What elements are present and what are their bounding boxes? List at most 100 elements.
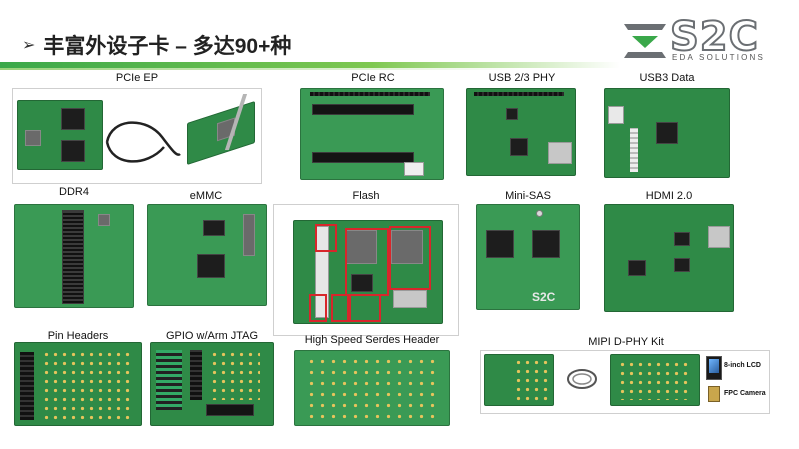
- pcb-board: [17, 100, 103, 170]
- card-emmc: eMMC: [145, 190, 267, 308]
- highlight-box: [315, 224, 337, 252]
- card-pcie-rc: PCIe RC: [298, 72, 448, 184]
- pcb-board: [604, 88, 730, 178]
- power-connector: [404, 162, 424, 176]
- ic-chip: [203, 220, 225, 236]
- flash-socket: [345, 230, 377, 264]
- card-hdmi: HDMI 2.0: [602, 190, 736, 314]
- usb-connector: [548, 142, 572, 164]
- ic-chip: [351, 274, 373, 292]
- pcb-board: [14, 342, 142, 426]
- card-label: USB 2/3 PHY: [488, 72, 556, 84]
- header-underline-thin: [0, 68, 520, 70]
- highlight-box: [349, 294, 381, 322]
- pcb-board: [484, 354, 554, 406]
- card-pin-headers: Pin Headers: [12, 330, 144, 428]
- card-mipi-dphy: MIPI D-PHY Kit 8-inch LCD FPC Camera: [478, 336, 774, 414]
- card-label: Flash: [352, 190, 380, 202]
- ic-chip: [98, 214, 110, 226]
- pcb-board: [300, 88, 444, 180]
- card-label: MIPI D-PHY Kit: [588, 336, 664, 348]
- pcb-board: [14, 204, 134, 308]
- card-label: USB3 Data: [639, 72, 695, 84]
- card-label: PCIe EP: [115, 72, 159, 84]
- slide-title-text: 丰富外设子卡 – 多达90+种: [43, 35, 292, 58]
- pcb-board: [150, 342, 274, 426]
- memory-connector: [62, 210, 84, 304]
- board-silk-logo: S2C: [532, 290, 556, 304]
- card-gpio-jtag: GPIO w/Arm JTAG: [148, 330, 276, 428]
- logo-tagline: EDA SOLUTIONS: [672, 53, 766, 62]
- card-usb23-phy: USB 2/3 PHY: [464, 72, 580, 180]
- hdmi-connector: [708, 226, 730, 248]
- hole: [536, 210, 543, 217]
- card-mini-sas: Mini-SAS S2C: [474, 190, 582, 314]
- pin-header-block: [190, 350, 202, 400]
- usb-connector: [608, 106, 624, 124]
- card-usb3-data: USB3 Data: [602, 72, 732, 180]
- card-label: Pin Headers: [47, 330, 109, 342]
- highlight-box: [331, 294, 349, 322]
- pcb-board: [293, 220, 443, 324]
- card-label: High Speed Serdes Header: [304, 334, 440, 346]
- ic-chip: [674, 258, 690, 272]
- pcb-board: [610, 354, 700, 406]
- logo-brand: S2C: [669, 13, 759, 61]
- pcb-board: S2C: [476, 204, 580, 310]
- card-flash: Flash: [273, 190, 459, 336]
- card-label: DDR4: [59, 186, 89, 198]
- pcb-board: [147, 204, 267, 306]
- ic-chip: [674, 232, 690, 246]
- gold-connector-grid: [618, 360, 692, 400]
- pin-strip: [156, 350, 182, 410]
- s2c-logo: S2C EDA SOLUTIONS: [622, 13, 772, 64]
- gold-connector-grid: [210, 350, 260, 400]
- ic-chip: [656, 122, 678, 144]
- camera-inset-label: FPC Camera: [724, 390, 766, 397]
- card-label: eMMC: [189, 190, 223, 202]
- card-label: Mini-SAS: [505, 190, 551, 202]
- highlight-box: [345, 228, 389, 296]
- pin-strip: [310, 92, 430, 96]
- gold-connector-grid: [42, 350, 132, 420]
- card-label: HDMI 2.0: [645, 190, 693, 202]
- gold-connector-grid: [306, 356, 438, 420]
- pcie-slot: [312, 104, 414, 115]
- sas-connector: [532, 230, 560, 258]
- card-label: GPIO w/Arm JTAG: [165, 330, 259, 342]
- connector-chip: [61, 140, 85, 162]
- dip-socket: [393, 290, 427, 308]
- chevron-right-icon: ➢: [22, 37, 36, 54]
- ic-chip: [628, 260, 646, 276]
- card-pcie-ep: PCIe EP: [12, 72, 262, 184]
- gold-connector-grid: [514, 358, 550, 402]
- cable-graphic: [567, 369, 597, 389]
- s2c-logo-mark-icon: [624, 24, 666, 58]
- flash-socket: [391, 230, 423, 264]
- pcb-board: [294, 350, 450, 426]
- lcd-inset-label: 8-inch LCD: [724, 362, 761, 369]
- sas-connector: [486, 230, 514, 258]
- pcie-slot: [312, 152, 414, 163]
- camera-module: [708, 386, 720, 402]
- card-ddr4: DDR4: [12, 186, 136, 310]
- ic-chip: [510, 138, 528, 156]
- cable-graphic: [105, 121, 181, 163]
- pcb-board: [604, 204, 734, 312]
- highlight-box: [309, 294, 327, 322]
- card-serdes-header: High Speed Serdes Header: [290, 334, 454, 428]
- header-underline: [0, 62, 620, 68]
- pcb-board: [466, 88, 576, 176]
- ic-chip: [506, 108, 518, 120]
- connector-strip: [243, 214, 255, 256]
- slide-title: ➢ 丰富外设子卡 – 多达90+种: [22, 30, 291, 60]
- lcd-panel: [706, 356, 722, 380]
- connector-chip: [61, 108, 85, 130]
- jtag-header: [206, 404, 254, 416]
- ic-chip: [25, 130, 41, 146]
- pin-strip: [474, 92, 564, 96]
- highlight-box: [389, 226, 431, 290]
- card-label: PCIe RC: [351, 72, 395, 84]
- emmc-chip: [197, 254, 225, 278]
- pin-header-block: [20, 352, 34, 420]
